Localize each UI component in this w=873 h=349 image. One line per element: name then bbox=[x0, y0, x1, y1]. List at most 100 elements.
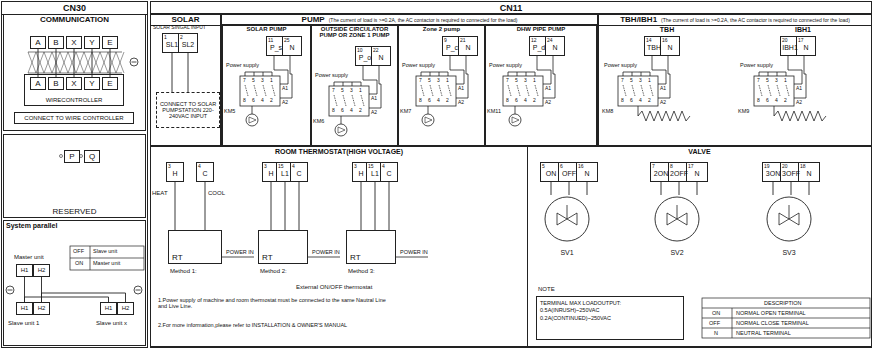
mode-label: HEAT bbox=[152, 190, 168, 197]
pin-number: 7 bbox=[419, 78, 422, 84]
load-wire bbox=[428, 106, 429, 114]
text-holder: IBH1 bbox=[735, 26, 871, 33]
node-text: WIRECONTROLLER bbox=[25, 97, 123, 104]
pump-symbol bbox=[512, 117, 519, 123]
terminal-name: N bbox=[283, 43, 301, 53]
valve-symbol: SV3 bbox=[762, 195, 816, 257]
valve-stem bbox=[567, 205, 568, 219]
valve-stem bbox=[677, 205, 678, 219]
terminal: 16N bbox=[660, 36, 680, 56]
pin-number: 4 bbox=[639, 98, 642, 104]
section-note: (The current of load is >=0.2A, the AC c… bbox=[329, 17, 518, 23]
terminal-number: 3 bbox=[353, 163, 369, 169]
connector-panel: 1SL12SL2CONNECT TO SOLAR PUMPSTATION 220… bbox=[150, 1, 872, 348]
solar-station-box: CONNECT TO SOLAR PUMPSTATION 220-240VAC … bbox=[156, 92, 220, 128]
pin-number: 6 bbox=[252, 98, 255, 104]
pin-number: 6 bbox=[515, 98, 518, 104]
contact-switch bbox=[245, 85, 248, 96]
coil-wire bbox=[543, 56, 555, 98]
coil-pin: A2 bbox=[660, 100, 666, 106]
terminal-name: IBH1 bbox=[781, 43, 799, 53]
contact-switch bbox=[759, 85, 762, 96]
node-text: RT bbox=[262, 253, 273, 262]
node-text: B bbox=[53, 38, 58, 47]
pin-number: 2 bbox=[533, 98, 536, 104]
ground-symbol bbox=[8, 290, 13, 291]
coil-wire bbox=[652, 56, 666, 84]
communication-panel: ABXYEABXYEWIRECONTROLLERCONNECT TO WIRE … bbox=[3, 14, 146, 131]
heater-symbol bbox=[638, 111, 690, 121]
valve-symbol: SV2 bbox=[650, 195, 704, 257]
text-holder: SV2 bbox=[640, 249, 714, 257]
terminal-name: ON bbox=[541, 169, 561, 179]
coil-wire bbox=[450, 56, 464, 84]
text-holder: Y bbox=[85, 78, 99, 89]
relay-symbol bbox=[329, 86, 369, 116]
contactor-name: KM11 bbox=[487, 108, 501, 114]
section-heading: PUMP bbox=[302, 15, 325, 24]
contact-switch bbox=[352, 95, 355, 106]
pin-number: 5 bbox=[766, 78, 769, 84]
valve-panel: 5ON6OFF16NSV172ON82OFF17NSV2193ON203OFF1… bbox=[527, 146, 872, 347]
pin-number: 4 bbox=[524, 98, 527, 104]
text-holder: 14TBH bbox=[645, 37, 663, 53]
terminal: 16N bbox=[576, 162, 598, 182]
note-text: 2.For more information,please refer to I… bbox=[158, 322, 347, 328]
pump-panel: 9P_c21NZone 2 pump bbox=[398, 24, 485, 146]
ground-symbol bbox=[134, 286, 142, 294]
text-holder: System parallel bbox=[6, 222, 57, 229]
cable-hatch bbox=[100, 52, 108, 73]
power-lead bbox=[222, 257, 254, 258]
section-heading: TBH/IBH1 bbox=[620, 15, 657, 24]
terminal-name: 2ON bbox=[651, 169, 671, 179]
terminal: 17N bbox=[686, 162, 708, 182]
cable-edge bbox=[28, 52, 122, 53]
node-text: H1 bbox=[105, 305, 113, 312]
terminal: A bbox=[30, 77, 46, 90]
section-note: (The current of load is >=0.2A, the AC c… bbox=[661, 17, 850, 23]
terminal: 25N bbox=[282, 36, 302, 56]
text-holder: H2 bbox=[34, 265, 49, 276]
pin-number: 3 bbox=[524, 78, 527, 84]
pump-symbol bbox=[425, 117, 432, 123]
terminal-number: 21 bbox=[459, 37, 477, 43]
text-holder: 72ON bbox=[651, 163, 671, 179]
coil-wire bbox=[274, 56, 288, 84]
node-text: A bbox=[35, 38, 40, 47]
contact-switch bbox=[786, 85, 789, 96]
valve-stem bbox=[789, 205, 790, 219]
power-label: POWER IN bbox=[400, 249, 428, 255]
node-text: SV3 bbox=[752, 249, 826, 257]
pin-number: 6 bbox=[428, 98, 431, 104]
terminal: 24N bbox=[545, 36, 565, 56]
contact-lead bbox=[641, 72, 642, 76]
table-cell: OFF bbox=[709, 320, 720, 326]
pump-panel: 10P_o22NOUTSIDE CIRCULATOR PUMP OR ZONE … bbox=[311, 24, 398, 146]
wire bbox=[285, 182, 286, 230]
pin-number: 1 bbox=[784, 78, 787, 84]
text-holder: CONNECT TO WIRE CONTROLLER bbox=[15, 113, 133, 123]
room-thermostat: RT bbox=[346, 230, 396, 264]
terminal: 4C bbox=[380, 162, 398, 182]
power-label: POWER IN bbox=[226, 249, 254, 255]
terminal: H1 bbox=[16, 264, 33, 277]
power-label: POWER IN bbox=[312, 249, 340, 255]
contact-switch bbox=[361, 95, 364, 106]
node-text: VALVE bbox=[528, 148, 871, 155]
cable-hatch bbox=[60, 52, 68, 73]
table-grid bbox=[702, 298, 870, 338]
terminal-dot bbox=[60, 155, 63, 158]
contact-lead bbox=[768, 72, 769, 76]
pin-number: 2 bbox=[446, 98, 449, 104]
text-holder: X bbox=[67, 37, 81, 48]
terminal-number: 15 bbox=[277, 163, 293, 169]
contact-switch bbox=[439, 85, 442, 96]
wire bbox=[205, 182, 206, 230]
node-text: X bbox=[71, 38, 76, 47]
unit-label: Slave unit 1 bbox=[8, 320, 39, 327]
terminal-number: 4 bbox=[197, 163, 213, 169]
table-cell: DESCRIPTION bbox=[764, 300, 802, 306]
text-holder: X bbox=[67, 78, 81, 89]
node-text: CONNECT TO SOLAR PUMPSTATION 220-240VAC … bbox=[157, 101, 219, 120]
cable-hatch bbox=[36, 52, 44, 73]
